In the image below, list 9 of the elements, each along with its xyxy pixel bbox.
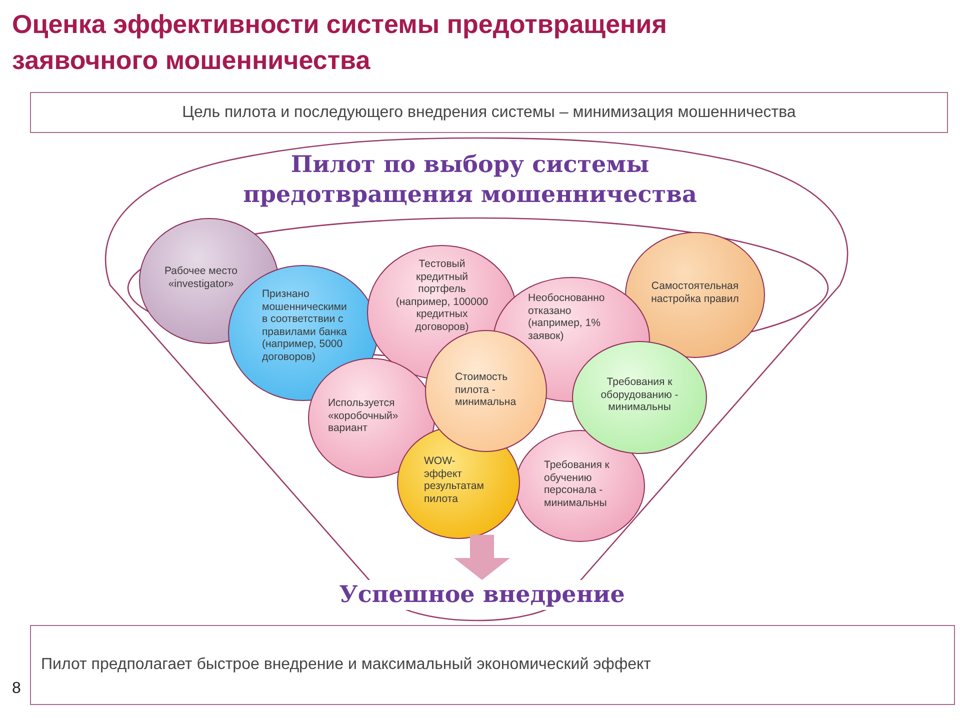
factor-circle: Требования к обучению персонала - минимальны — [515, 430, 645, 542]
page-number: 8 — [12, 679, 21, 699]
slide-title: Оценка эффективности системы предотвращения заявочного мошенничества — [12, 8, 668, 77]
arrow — [454, 534, 510, 580]
goal-banner: Цель пилота и последующего внедрения системы – минимизация мошенничества — [30, 92, 948, 133]
outcome-heading: Успешное внедрение — [337, 580, 627, 610]
summary-banner: Пилот предполагает быстрое внедрение и максимальный экономический эффект — [30, 625, 955, 705]
funnel-heading: Пилот по выбору системы предотвращения мошенничества — [242, 150, 698, 210]
factor-circle: Самостоятельная настройка правил — [625, 232, 765, 358]
